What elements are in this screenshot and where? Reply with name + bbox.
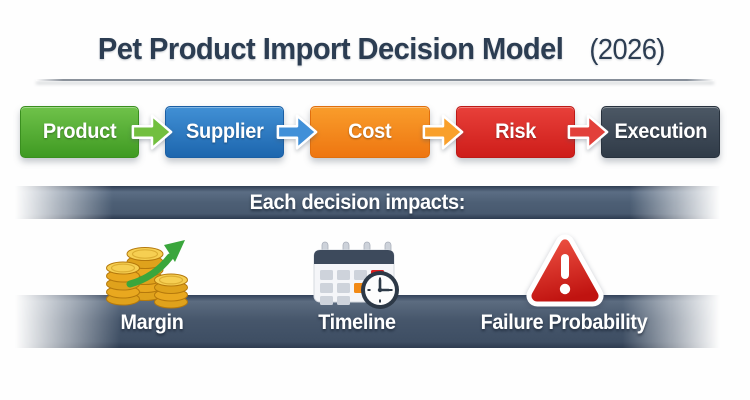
flow-step-cost: Cost	[310, 106, 430, 158]
impact-label-failure-probability: Failure Probability	[480, 311, 648, 334]
flow-arrow-icon	[422, 114, 463, 150]
flow-arrow-icon	[567, 114, 609, 150]
title-text: Pet Product Import Decision Model	[97, 31, 564, 66]
flow-step-product: Product	[20, 106, 140, 158]
flow-arrow-icon	[277, 114, 318, 150]
title-year: (2026)	[589, 34, 665, 66]
flow-step-execution: Execution	[600, 106, 721, 158]
flow-step-label: Execution	[614, 120, 707, 143]
impacts-heading: Each decision impacts:	[249, 190, 465, 214]
warning-triangle-icon	[526, 234, 604, 307]
impacts-band: Each decision impacts:	[0, 186, 750, 219]
impact-label-margin: Margin	[120, 311, 184, 334]
flow-arrow-icon	[131, 114, 173, 150]
impact-label-timeline: Timeline	[318, 311, 396, 334]
decision-flow: Product Supplier Cost Risk Execution	[20, 106, 721, 158]
flow-step-label: Risk	[494, 120, 536, 143]
calendar-clock-icon	[313, 241, 399, 309]
page-title: Pet Product Import Decision Model (2026)	[0, 31, 750, 67]
flow-step-supplier: Supplier	[165, 106, 285, 158]
flow-step-risk: Risk	[455, 106, 575, 158]
flow-step-label: Supplier	[186, 120, 264, 143]
flow-step-label: Cost	[348, 120, 392, 143]
title-divider	[36, 79, 714, 81]
coins-growth-icon	[106, 240, 188, 309]
flow-step-label: Product	[42, 120, 117, 143]
